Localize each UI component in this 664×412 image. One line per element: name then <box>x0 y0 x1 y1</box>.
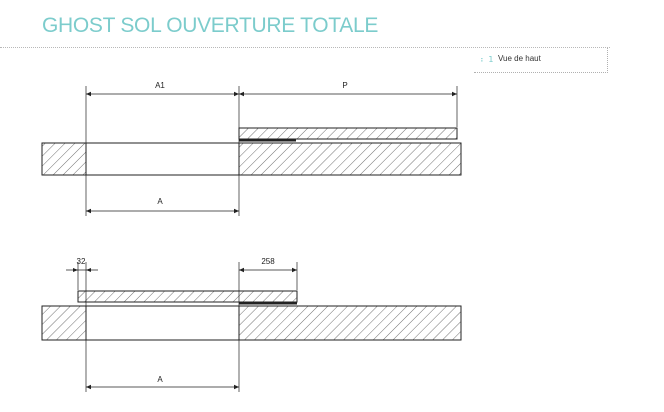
top-opening <box>85 142 240 176</box>
page-title: GHOST SOL OUVERTURE TOTALE <box>42 14 379 37</box>
dim-arrow-32-right <box>86 268 91 272</box>
dim-label-a-bottom: A <box>157 375 163 384</box>
top-view-diagram: A1 P A <box>41 81 462 216</box>
top-wall-right <box>238 142 462 176</box>
bottom-view-diagram: 32 258 A <box>41 257 462 392</box>
legend-marker-icon: ⠆ 1 <box>480 55 494 64</box>
title-divider <box>0 47 610 48</box>
top-door-leaf <box>238 127 458 140</box>
legend-box: ⠆ 1 Vue de haut <box>474 48 608 73</box>
dim-label-a-top: A <box>157 197 163 206</box>
top-wall-left <box>41 142 87 176</box>
bottom-door-leaf <box>77 290 298 303</box>
dim-label-p: P <box>342 81 347 90</box>
dim-label-32: 32 <box>77 257 86 266</box>
dim-label-258: 258 <box>261 257 275 266</box>
legend-text: Vue de haut <box>498 54 541 63</box>
bottom-opening <box>85 305 240 341</box>
bottom-wall-left <box>41 305 87 341</box>
dim-label-a1: A1 <box>155 81 165 90</box>
bottom-wall-right <box>238 305 462 341</box>
dim-arrow-32-left <box>73 268 78 272</box>
